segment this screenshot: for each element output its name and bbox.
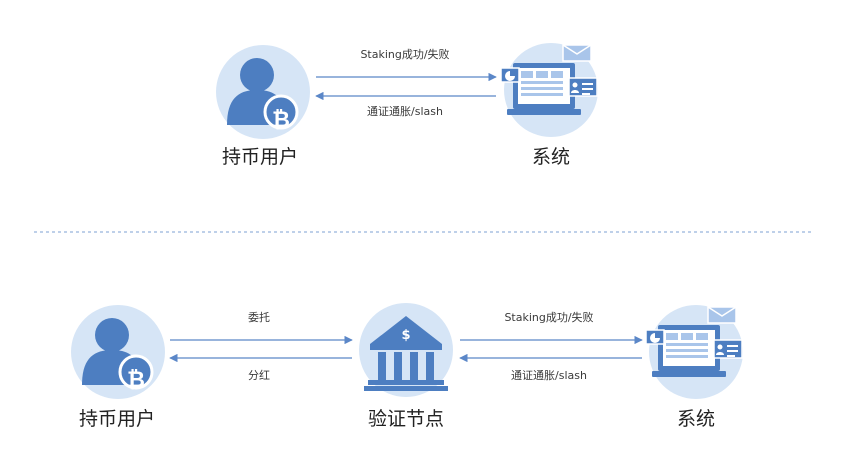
system-dashboard-icon <box>646 304 744 400</box>
system-dashboard-icon <box>501 42 599 138</box>
dollar-icon: $ <box>401 328 410 343</box>
edge-label-inflation-slash: 通证通胀/slash <box>511 369 587 382</box>
edge-label-staking-result: Staking成功/失败 <box>504 311 594 324</box>
validator-bank-icon <box>359 303 453 397</box>
node-label-user: 持币用户 <box>221 146 299 168</box>
node-label-user: 持币用户 <box>78 408 156 430</box>
edge-label-dividend: 分红 <box>248 369 270 382</box>
edge-label-staking-result: Staking成功/失败 <box>360 48 450 61</box>
user-icon <box>69 303 167 401</box>
node-label-validator: 验证节点 <box>367 408 445 430</box>
user-icon <box>214 43 312 141</box>
edge-label-inflation-slash: 通证通胀/slash <box>367 105 443 118</box>
node-label-system: 系统 <box>531 146 571 168</box>
edge-label-delegate: 委托 <box>248 311 270 324</box>
bitcoin-icon: ₿ <box>272 108 290 133</box>
bitcoin-icon: ₿ <box>127 368 145 393</box>
node-label-system: 系统 <box>676 408 716 430</box>
